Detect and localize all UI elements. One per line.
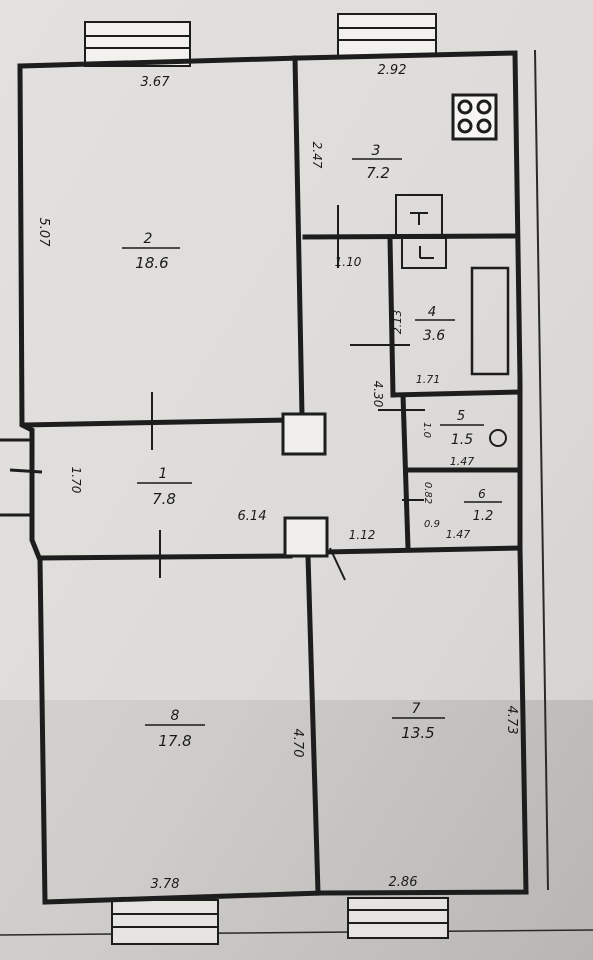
dim-room7-width: 2.86 bbox=[389, 875, 418, 890]
svg-text:6: 6 bbox=[478, 487, 486, 501]
bottom-border-line bbox=[0, 929, 593, 936]
svg-text:1.5: 1.5 bbox=[451, 432, 473, 448]
dim-room6-height: 0.82 bbox=[422, 482, 433, 504]
svg-text:18.6: 18.6 bbox=[135, 254, 168, 272]
room-label-6: 6 1.2 bbox=[464, 487, 502, 524]
room-label-1: 1 7.8 bbox=[137, 466, 192, 508]
room-label-5: 5 1.5 bbox=[440, 409, 484, 448]
svg-text:3: 3 bbox=[372, 143, 381, 159]
stove-icon bbox=[451, 93, 498, 141]
dim-room7-height: 4.73 bbox=[504, 706, 519, 735]
room-label-7: 7 13.5 bbox=[392, 701, 445, 742]
dim-room4-height: 2.13 bbox=[391, 310, 404, 335]
svg-text:7: 7 bbox=[412, 701, 421, 717]
kitchen-sink-icon bbox=[395, 194, 443, 236]
window-top-left bbox=[84, 21, 191, 67]
bathtub-icon bbox=[470, 266, 510, 376]
dim-room4-width: 1.71 bbox=[416, 373, 441, 386]
dim-top-left-width: 3.67 bbox=[141, 75, 171, 90]
dim-room3-height: 2.47 bbox=[310, 142, 324, 169]
svg-text:5: 5 bbox=[457, 409, 465, 424]
svg-text:1: 1 bbox=[159, 466, 168, 482]
svg-text:13.5: 13.5 bbox=[401, 724, 434, 742]
dim-top-right-width: 2.92 bbox=[378, 63, 407, 78]
dim-room5-width: 1.47 bbox=[450, 455, 475, 468]
svg-text:7.8: 7.8 bbox=[152, 490, 176, 508]
window-bottom-left bbox=[111, 899, 219, 945]
window-bottom-right bbox=[347, 897, 449, 939]
entrance-door bbox=[0, 438, 43, 517]
dim-room6-depth: 0.9 bbox=[424, 519, 440, 530]
room-label-3: 3 7.2 bbox=[352, 143, 402, 182]
dim-small-corridor: 1.10 bbox=[335, 255, 362, 269]
svg-text:3.6: 3.6 bbox=[423, 328, 445, 344]
window-top-right bbox=[337, 13, 437, 57]
right-border-line bbox=[534, 49, 549, 891]
dim-hall-small: 1.12 bbox=[349, 528, 376, 542]
svg-text:7.2: 7.2 bbox=[366, 164, 390, 182]
svg-text:17.8: 17.8 bbox=[158, 732, 191, 750]
washbasin-icon bbox=[401, 237, 447, 269]
dim-hall-length: 6.14 bbox=[238, 509, 267, 524]
dim-wc-height-left: 4.30 bbox=[371, 381, 385, 408]
room-label-4: 4 3.6 bbox=[415, 305, 455, 344]
vent-shaft-lower bbox=[283, 516, 329, 558]
svg-text:4: 4 bbox=[428, 305, 436, 320]
toilet-icon bbox=[489, 429, 507, 447]
walls bbox=[17, 50, 529, 905]
dim-room8-width: 3.78 bbox=[151, 877, 180, 892]
svg-text:2: 2 bbox=[144, 231, 153, 247]
room-label-2: 2 18.6 bbox=[122, 231, 180, 272]
vent-shaft-upper bbox=[281, 412, 327, 456]
svg-text:1.2: 1.2 bbox=[473, 509, 494, 524]
svg-text:8: 8 bbox=[171, 708, 180, 724]
dim-room5-height: 1.0 bbox=[421, 422, 432, 438]
dim-room6-width: 1.47 bbox=[446, 528, 471, 541]
room-label-8: 8 17.8 bbox=[145, 708, 205, 750]
dim-hall-height: 1.70 bbox=[69, 467, 83, 494]
dim-room2-height: 5.07 bbox=[36, 218, 51, 248]
door-marks bbox=[151, 205, 425, 581]
dim-room8-height: 4.70 bbox=[290, 729, 305, 758]
